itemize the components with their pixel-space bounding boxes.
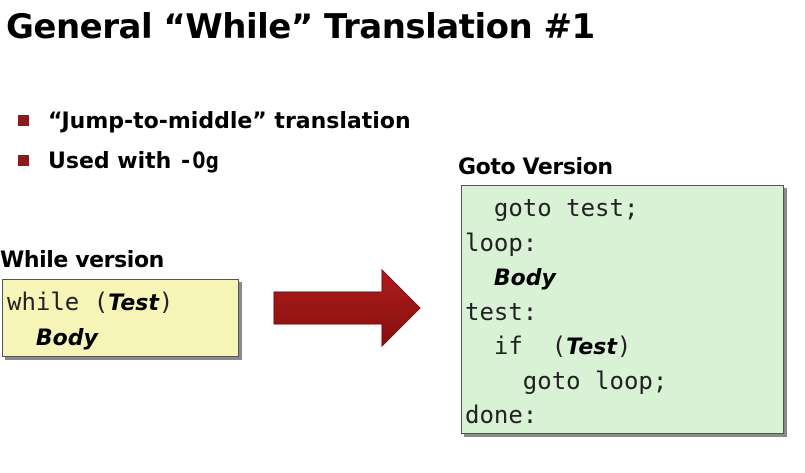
code-test-placeholder: Test xyxy=(566,335,617,360)
bullet-text: “Jump-to-middle” translation xyxy=(48,109,411,134)
code-test-placeholder: Test xyxy=(108,291,159,316)
bullet-text: Used with xyxy=(48,149,179,174)
bullet-list: “Jump-to-middle” translation Used with -… xyxy=(18,106,411,186)
code-line: goto test; xyxy=(465,194,639,222)
goto-version-label: Goto Version xyxy=(458,155,613,180)
bullet-jump-to-middle: “Jump-to-middle” translation xyxy=(18,106,411,146)
square-bullet-icon xyxy=(18,114,29,126)
code-line: Body xyxy=(7,320,238,355)
bullet-code-flag: -Og xyxy=(179,149,219,174)
while-code-box: while (Test) Body xyxy=(2,279,239,357)
code-line: done: xyxy=(465,401,538,429)
code-text: ) xyxy=(158,288,174,316)
code-keyword: while xyxy=(7,288,80,316)
code-body-placeholder: Body xyxy=(35,325,98,351)
code-line: goto loop; xyxy=(465,366,668,395)
code-text: if ( xyxy=(465,332,567,360)
right-arrow-icon xyxy=(273,268,421,348)
code-text: ) xyxy=(616,332,632,360)
code-line: Body xyxy=(465,260,783,295)
square-bullet-icon xyxy=(18,154,29,166)
while-version-label: While version xyxy=(0,248,164,273)
code-line: loop: xyxy=(465,228,538,257)
goto-code-box: goto test; loop: Body test: if (Test) go… xyxy=(461,185,784,434)
code-text: ( xyxy=(79,288,109,316)
code-body-placeholder: Body xyxy=(493,266,556,291)
arrow-shape xyxy=(273,268,421,348)
code-indent xyxy=(465,263,494,291)
code-indent xyxy=(7,323,36,351)
bullet-used-with-og: Used with -Og xyxy=(18,146,411,186)
slide-title: General “While” Translation #1 xyxy=(6,7,595,47)
code-line: test: xyxy=(465,297,538,326)
code-line: if (Test) xyxy=(465,329,783,364)
code-line: while (Test) xyxy=(7,285,238,320)
